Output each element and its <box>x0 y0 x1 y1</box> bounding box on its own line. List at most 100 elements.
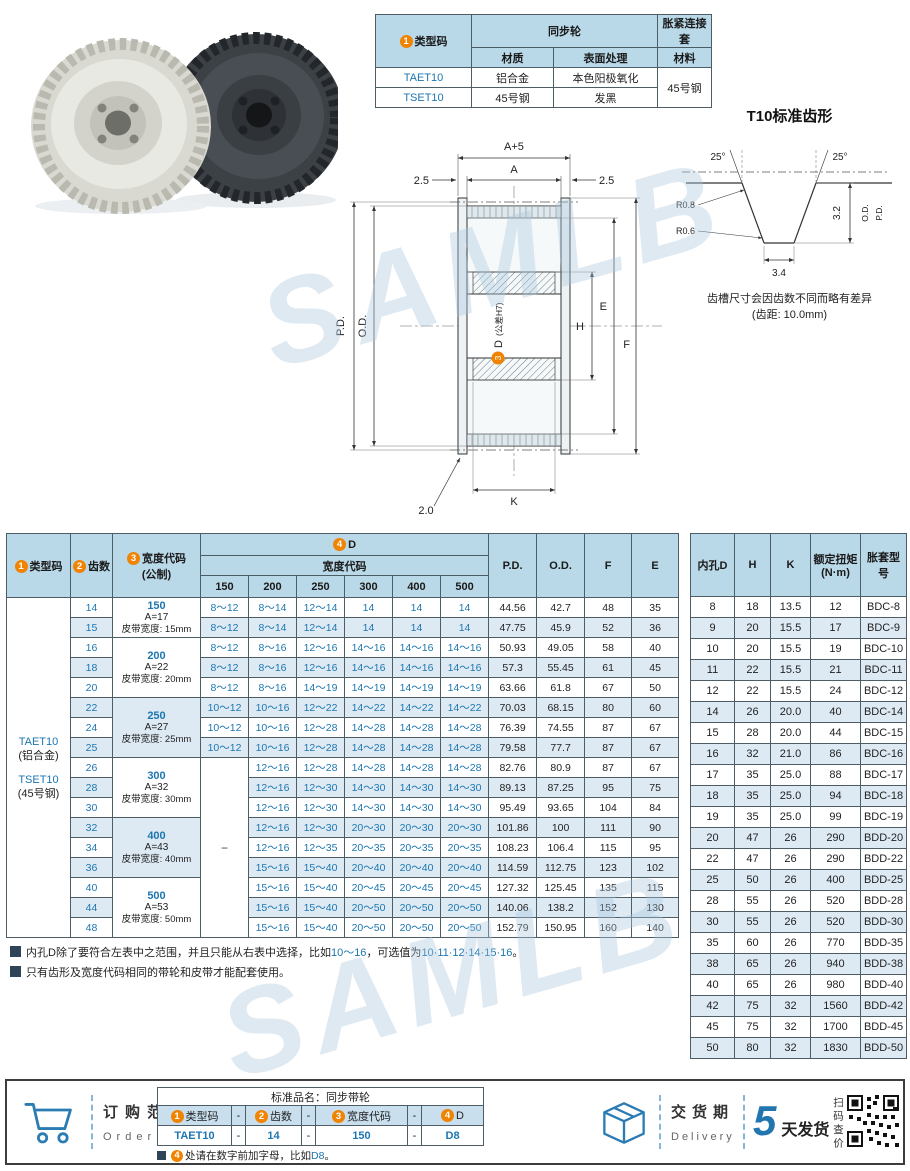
cell-d-range: 10～16 <box>248 717 297 738</box>
cell-teeth: 22 <box>70 697 113 718</box>
badge-4: 4 <box>171 1150 183 1162</box>
cell-d-range: 14～22 <box>344 697 393 718</box>
cell-d-range: 10～16 <box>248 737 297 758</box>
profile-pd-label: P.D. <box>874 205 884 220</box>
cell-od: 45.9 <box>536 617 586 638</box>
profile-title: T10标准齿形 <box>746 108 833 125</box>
cell-e: 115 <box>631 877 680 898</box>
cell-h: 60 <box>734 932 771 954</box>
cell-k: 26 <box>770 953 811 975</box>
cell-d-range: 10～12 <box>200 717 249 738</box>
width-group-line: 皮带宽度: 50mm <box>121 913 192 925</box>
cell-f: 111 <box>584 817 633 838</box>
cell-d-range: 20～45 <box>344 877 393 898</box>
cell-k: 32 <box>770 995 811 1017</box>
spec-header-sleeve-material: 材料 <box>657 47 712 68</box>
width-group-line: A=53 <box>144 901 169 913</box>
badge-4: 4 <box>441 1109 455 1122</box>
cell-bore-d: 42 <box>690 995 735 1017</box>
dim-h: H <box>576 321 584 333</box>
cell-d-range: 20～50 <box>344 917 393 938</box>
width-group-line: 皮带宽度: 25mm <box>121 733 192 745</box>
cell-d-range: 12～28 <box>296 737 345 758</box>
cell-teeth: 40 <box>70 877 113 898</box>
cell-d-range: 12～14 <box>296 597 345 618</box>
sleeve-hatch-top <box>472 271 556 295</box>
cell-d-range: 12～16 <box>248 837 297 858</box>
header-pd: P.D. <box>488 533 538 598</box>
cell-f: 160 <box>584 917 633 938</box>
header-d-250: 250 <box>296 575 345 598</box>
type-code-line: (铝合金) <box>18 749 59 762</box>
cell-sleeve-model: BDD-20 <box>860 827 907 849</box>
order-table-title: 标准品名：同步带轮 <box>156 1087 485 1106</box>
pulley-white <box>31 38 211 214</box>
cell-od: 49.05 <box>536 637 586 658</box>
order-dash: - <box>407 1125 422 1146</box>
cell-h: 55 <box>734 911 771 933</box>
cell-teeth: 25 <box>70 737 113 758</box>
cell-d-range: 12～30 <box>296 797 345 818</box>
cell-k: 26 <box>770 890 811 912</box>
cell-d-range: 14 <box>344 617 393 638</box>
width-group-line: A=43 <box>144 841 169 853</box>
cell-d-range: 12～16 <box>248 777 297 798</box>
profile-tooth-gap <box>741 182 817 244</box>
qr-label: 扫码查价 <box>832 1097 844 1151</box>
tooth-profile-block: T10标准齿形 25° 25° R0.8 R0.6 3.4 3.2 O.D. P… <box>672 105 907 323</box>
cell-teeth: 15 <box>70 617 113 638</box>
cell-e: 102 <box>631 857 680 878</box>
profile-note-1: 齿槽尺寸会因齿数不同而略有差异 <box>707 293 872 305</box>
cell-d-range: 12～16 <box>248 797 297 818</box>
cell-d-range: 15～16 <box>248 917 297 938</box>
cell-pd: 44.56 <box>488 597 538 618</box>
cell-od: 100 <box>536 817 586 838</box>
profile-note-2: (齿距: 10.0mm) <box>751 309 828 321</box>
cell-od: 74.55 <box>536 717 586 738</box>
cell-d-range: 14～16 <box>392 637 441 658</box>
order-val-teeth: 14 <box>245 1125 302 1146</box>
flange-right <box>560 197 571 455</box>
cell-bore-d: 14 <box>690 701 735 723</box>
cell-h: 35 <box>734 764 771 786</box>
cell-bore-d: 50 <box>690 1037 735 1059</box>
spec-sleeve-material-value: 45号钢 <box>657 67 712 108</box>
cell-e: 36 <box>631 617 680 638</box>
cell-d-range: 14～28 <box>439 757 490 778</box>
cell-e: 75 <box>631 777 680 798</box>
cell-d-range: 12～16 <box>296 657 345 678</box>
technical-drawing: A+5 A 2.5 2.5 P.D. O.D. 3 D (公差H7) H E F… <box>335 141 662 517</box>
pulley-dark <box>168 32 338 204</box>
cell-sleeve-model: BDD-25 <box>860 869 907 891</box>
cell-sleeve-model: BDC-8 <box>860 596 907 618</box>
cell-f: 48 <box>584 597 633 618</box>
cell-pd: 82.76 <box>488 757 538 778</box>
cell-d-range: 12～16 <box>248 757 297 778</box>
cell-pd: 152.79 <box>488 917 538 938</box>
cell-torque: 400 <box>810 869 861 891</box>
cell-sleeve-model: BDD-45 <box>860 1016 907 1038</box>
cell-pd: 76.39 <box>488 717 538 738</box>
cell-pd: 70.03 <box>488 697 538 718</box>
width-group-line: A=32 <box>144 781 169 793</box>
badge-1: 1 <box>399 35 413 48</box>
bore-header-sleeve: 胀套型号 <box>860 533 907 597</box>
cell-h: 65 <box>734 953 771 975</box>
cell-sleeve-model: BDC-11 <box>860 659 907 681</box>
cell-od: 61.8 <box>536 677 586 698</box>
cell-pd: 47.75 <box>488 617 538 638</box>
